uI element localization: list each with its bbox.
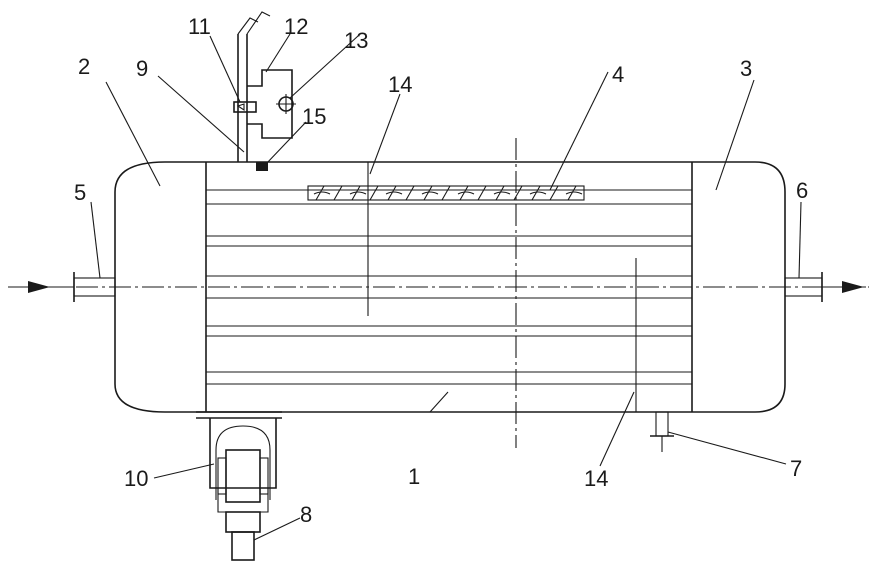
label-right-head: 3 (740, 56, 752, 81)
vessel-shell (114, 161, 786, 413)
sensor-block (256, 162, 268, 171)
label-shell: 1 (408, 464, 420, 489)
outlet-arrow-icon (842, 281, 864, 293)
label-bottom-pipe: 8 (300, 502, 312, 527)
outlet-nozzle (784, 272, 866, 302)
vertical-pipe (237, 11, 271, 162)
label-upper-baffle: 14 (388, 72, 412, 97)
bottom-housing (196, 411, 282, 513)
label-outlet-nozzle: 6 (796, 178, 808, 203)
bottom-pipe (225, 511, 261, 561)
label-spiral-coil: 4 (612, 62, 624, 87)
leader-lines (90, 33, 802, 541)
inlet-nozzle (8, 272, 116, 302)
tube-bundle (206, 189, 692, 385)
label-inlet-nozzle: 5 (74, 180, 86, 205)
label-bypass-valve: 13 (344, 28, 368, 53)
label-sensor-block: 15 (302, 104, 326, 129)
label-left-head: 2 (78, 54, 90, 79)
bypass-valve (276, 94, 296, 114)
label-lower-baffle: 14 (584, 466, 608, 491)
spiral-coil (307, 185, 585, 201)
inlet-arrow-icon (28, 281, 50, 293)
label-bypass-line: 12 (284, 14, 308, 39)
valve (233, 101, 257, 113)
drain-nozzle (650, 411, 674, 452)
label-drain-nozzle: 7 (790, 456, 802, 481)
label-vertical-pipe: 9 (136, 56, 148, 81)
label-valve: 11 (188, 14, 211, 39)
label-bottom-housing: 10 (124, 466, 148, 491)
